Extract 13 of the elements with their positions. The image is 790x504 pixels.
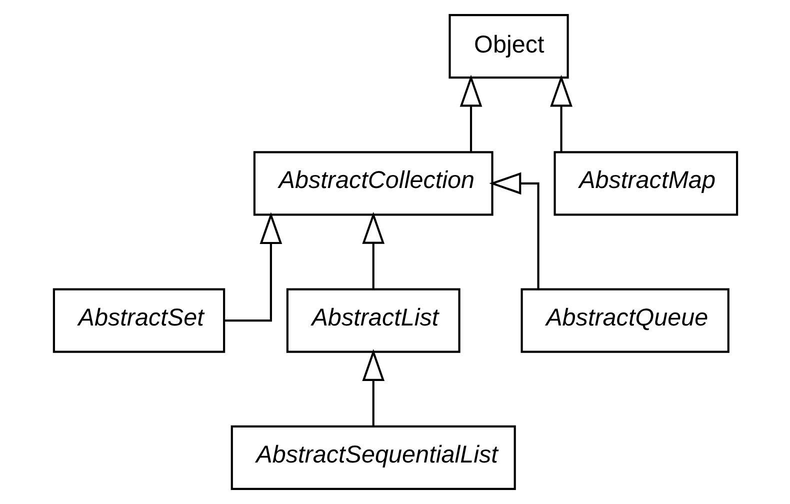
node-box: AbstractSet xyxy=(52,288,225,353)
node-box: AbstractCollection xyxy=(252,151,493,216)
arrow xyxy=(488,172,539,289)
node-box: Object xyxy=(448,14,568,79)
node-box: AbstractMap xyxy=(553,151,738,216)
arrow xyxy=(550,74,572,152)
node-box: AbstractSequentialList xyxy=(230,425,516,490)
node-box: AbstractList xyxy=(286,288,460,353)
arrow xyxy=(362,212,384,289)
arrow xyxy=(459,74,482,152)
arrow xyxy=(362,349,384,426)
node-box: AbstractQueue xyxy=(520,288,729,353)
arrow xyxy=(224,212,282,322)
